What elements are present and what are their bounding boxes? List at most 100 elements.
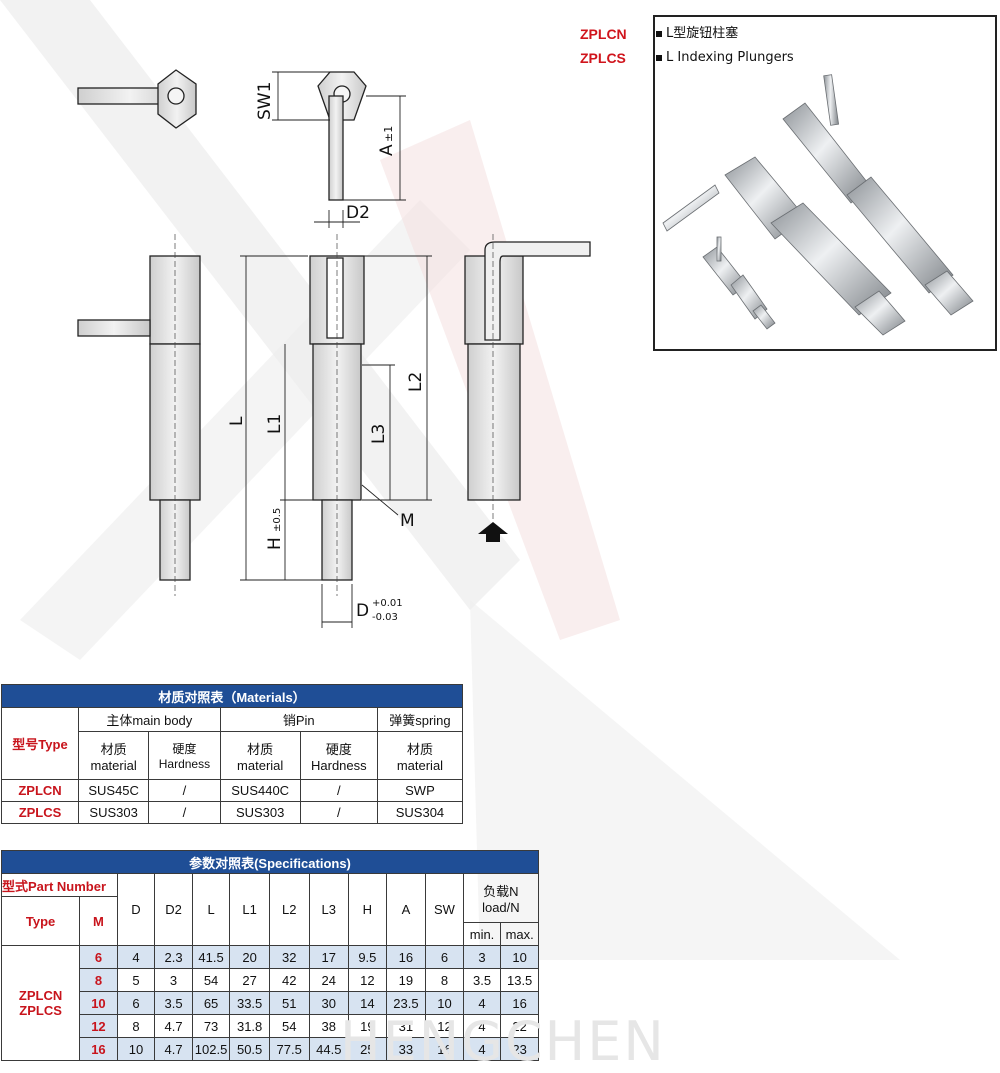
spec-cell: 13.5 [500,968,539,992]
label-m: M [400,511,415,531]
spec-cell: 4 [116,945,156,969]
spec-cell: 31 [385,1014,427,1038]
label-l: L [227,416,247,426]
m-header: M [79,896,118,946]
spec-cell: 12 [425,1014,464,1038]
spec-cell: 17 [308,945,350,969]
m-cell: 6 [79,945,118,969]
spec-cell: 32 [268,945,310,969]
load-max: max. [500,922,539,946]
label-d: D [356,601,369,621]
spec-cell: 9.5 [348,945,387,969]
label-a: A [377,144,397,156]
label-l2: L2 [406,372,426,392]
spec-cell: 16 [500,991,539,1015]
col-d: D [116,873,156,946]
spec-cell: 23 [500,1037,539,1061]
group-spring: 弹簧spring [376,707,464,732]
product-titles: L型旋钮柱塞 L Indexing Plungers [656,22,794,70]
col-l1: L1 [229,873,270,946]
spec-cell: 27 [229,968,270,992]
part-number-header: 型式Part Number [1,873,118,897]
label-d-tol-plus: +0.01 [372,598,403,609]
spec-cell: 3.5 [154,991,193,1015]
m-cell: 10 [79,991,118,1015]
spec-cell: 10 [425,991,464,1015]
spec-cell: 10 [500,945,539,969]
spec-cell: 44.5 [308,1037,350,1061]
spec-cell: 8 [116,1014,156,1038]
technical-drawing: SW1 A ±1 D2 L L1 L2 L3 M H ±0.5 D +0.01 … [77,69,591,628]
label-h: H [265,537,285,550]
spec-cell: 20 [229,945,270,969]
label-d-tol-minus: -0.03 [372,612,398,623]
m-cell: 12 [79,1014,118,1038]
spec-cell: 102.5 [191,1037,231,1061]
code-zplcn: ZPLCN [580,26,627,42]
label-h-tol: ±0.5 [272,508,283,532]
spec-cell: 14 [348,991,387,1015]
load-min: min. [462,922,502,946]
m-cell: 16 [79,1037,118,1061]
plunger-photo-image [662,74,974,336]
spec-cell: 42 [268,968,310,992]
materials-table: 材质对照表（Materials） 型号Type 主体main body 销Pin… [1,684,464,824]
col-l: L [191,873,231,946]
col-l2: L2 [268,873,310,946]
brand-watermark: HENGCHEN [340,1010,666,1073]
spec-cell: 77.5 [268,1037,310,1061]
spec-cell: 3.5 [462,968,502,992]
specifications-table: 参数对照表(Specifications) 型式Part Number D D2… [0,850,540,1061]
spec-cell: 4.7 [154,1014,193,1038]
spec-cell: 51 [268,991,310,1015]
label-l1: L1 [265,414,285,434]
product-codes: ZPLCN ZPLCS [580,22,627,70]
group-main-body: 主体main body [78,707,221,732]
spec-cell: 3 [462,945,502,969]
spec-cell: 50.5 [229,1037,270,1061]
spec-cell: 12 [348,968,387,992]
spec-cell: 6 [116,991,156,1015]
label-l3: L3 [369,424,389,444]
spec-cell: 22 [500,1014,539,1038]
spec-cell: 33 [385,1037,427,1061]
table-row: ZPLCS SUS303 / SUS303 / SUS304 [1,801,464,824]
spec-cell: 3 [154,968,193,992]
spec-cell: 31.8 [229,1014,270,1038]
spec-cell: 54 [191,968,231,992]
table-row: ZPLCN SUS45C / SUS440C / SWP [1,779,464,802]
col-a: A [385,873,427,946]
label-a-tol: ±1 [382,126,395,142]
title-cn: L型旋钮柱塞 [656,22,794,46]
group-pin: 销Pin [219,707,378,732]
col-l3: L3 [308,873,350,946]
spec-cell: 33.5 [229,991,270,1015]
spec-cell: 23.5 [385,991,427,1015]
label-d2: D2 [346,203,370,223]
materials-title: 材质对照表（Materials） [1,684,463,708]
product-photo [653,15,997,351]
label-sw1: SW1 [255,82,275,120]
materials-type-header: 型号Type [1,707,79,780]
spec-cell: 16 [385,945,427,969]
col-sw: SW [425,873,464,946]
spec-cell: 16 [425,1037,464,1061]
title-en: L Indexing Plungers [656,46,794,70]
code-zplcs: ZPLCS [580,50,626,66]
spec-cell: 8 [425,968,464,992]
specs-title: 参数对照表(Specifications) [1,850,539,874]
spec-cell: 5 [116,968,156,992]
spec-cell: 25 [348,1037,387,1061]
spec-cell: 65 [191,991,231,1015]
m-cell: 8 [79,968,118,992]
